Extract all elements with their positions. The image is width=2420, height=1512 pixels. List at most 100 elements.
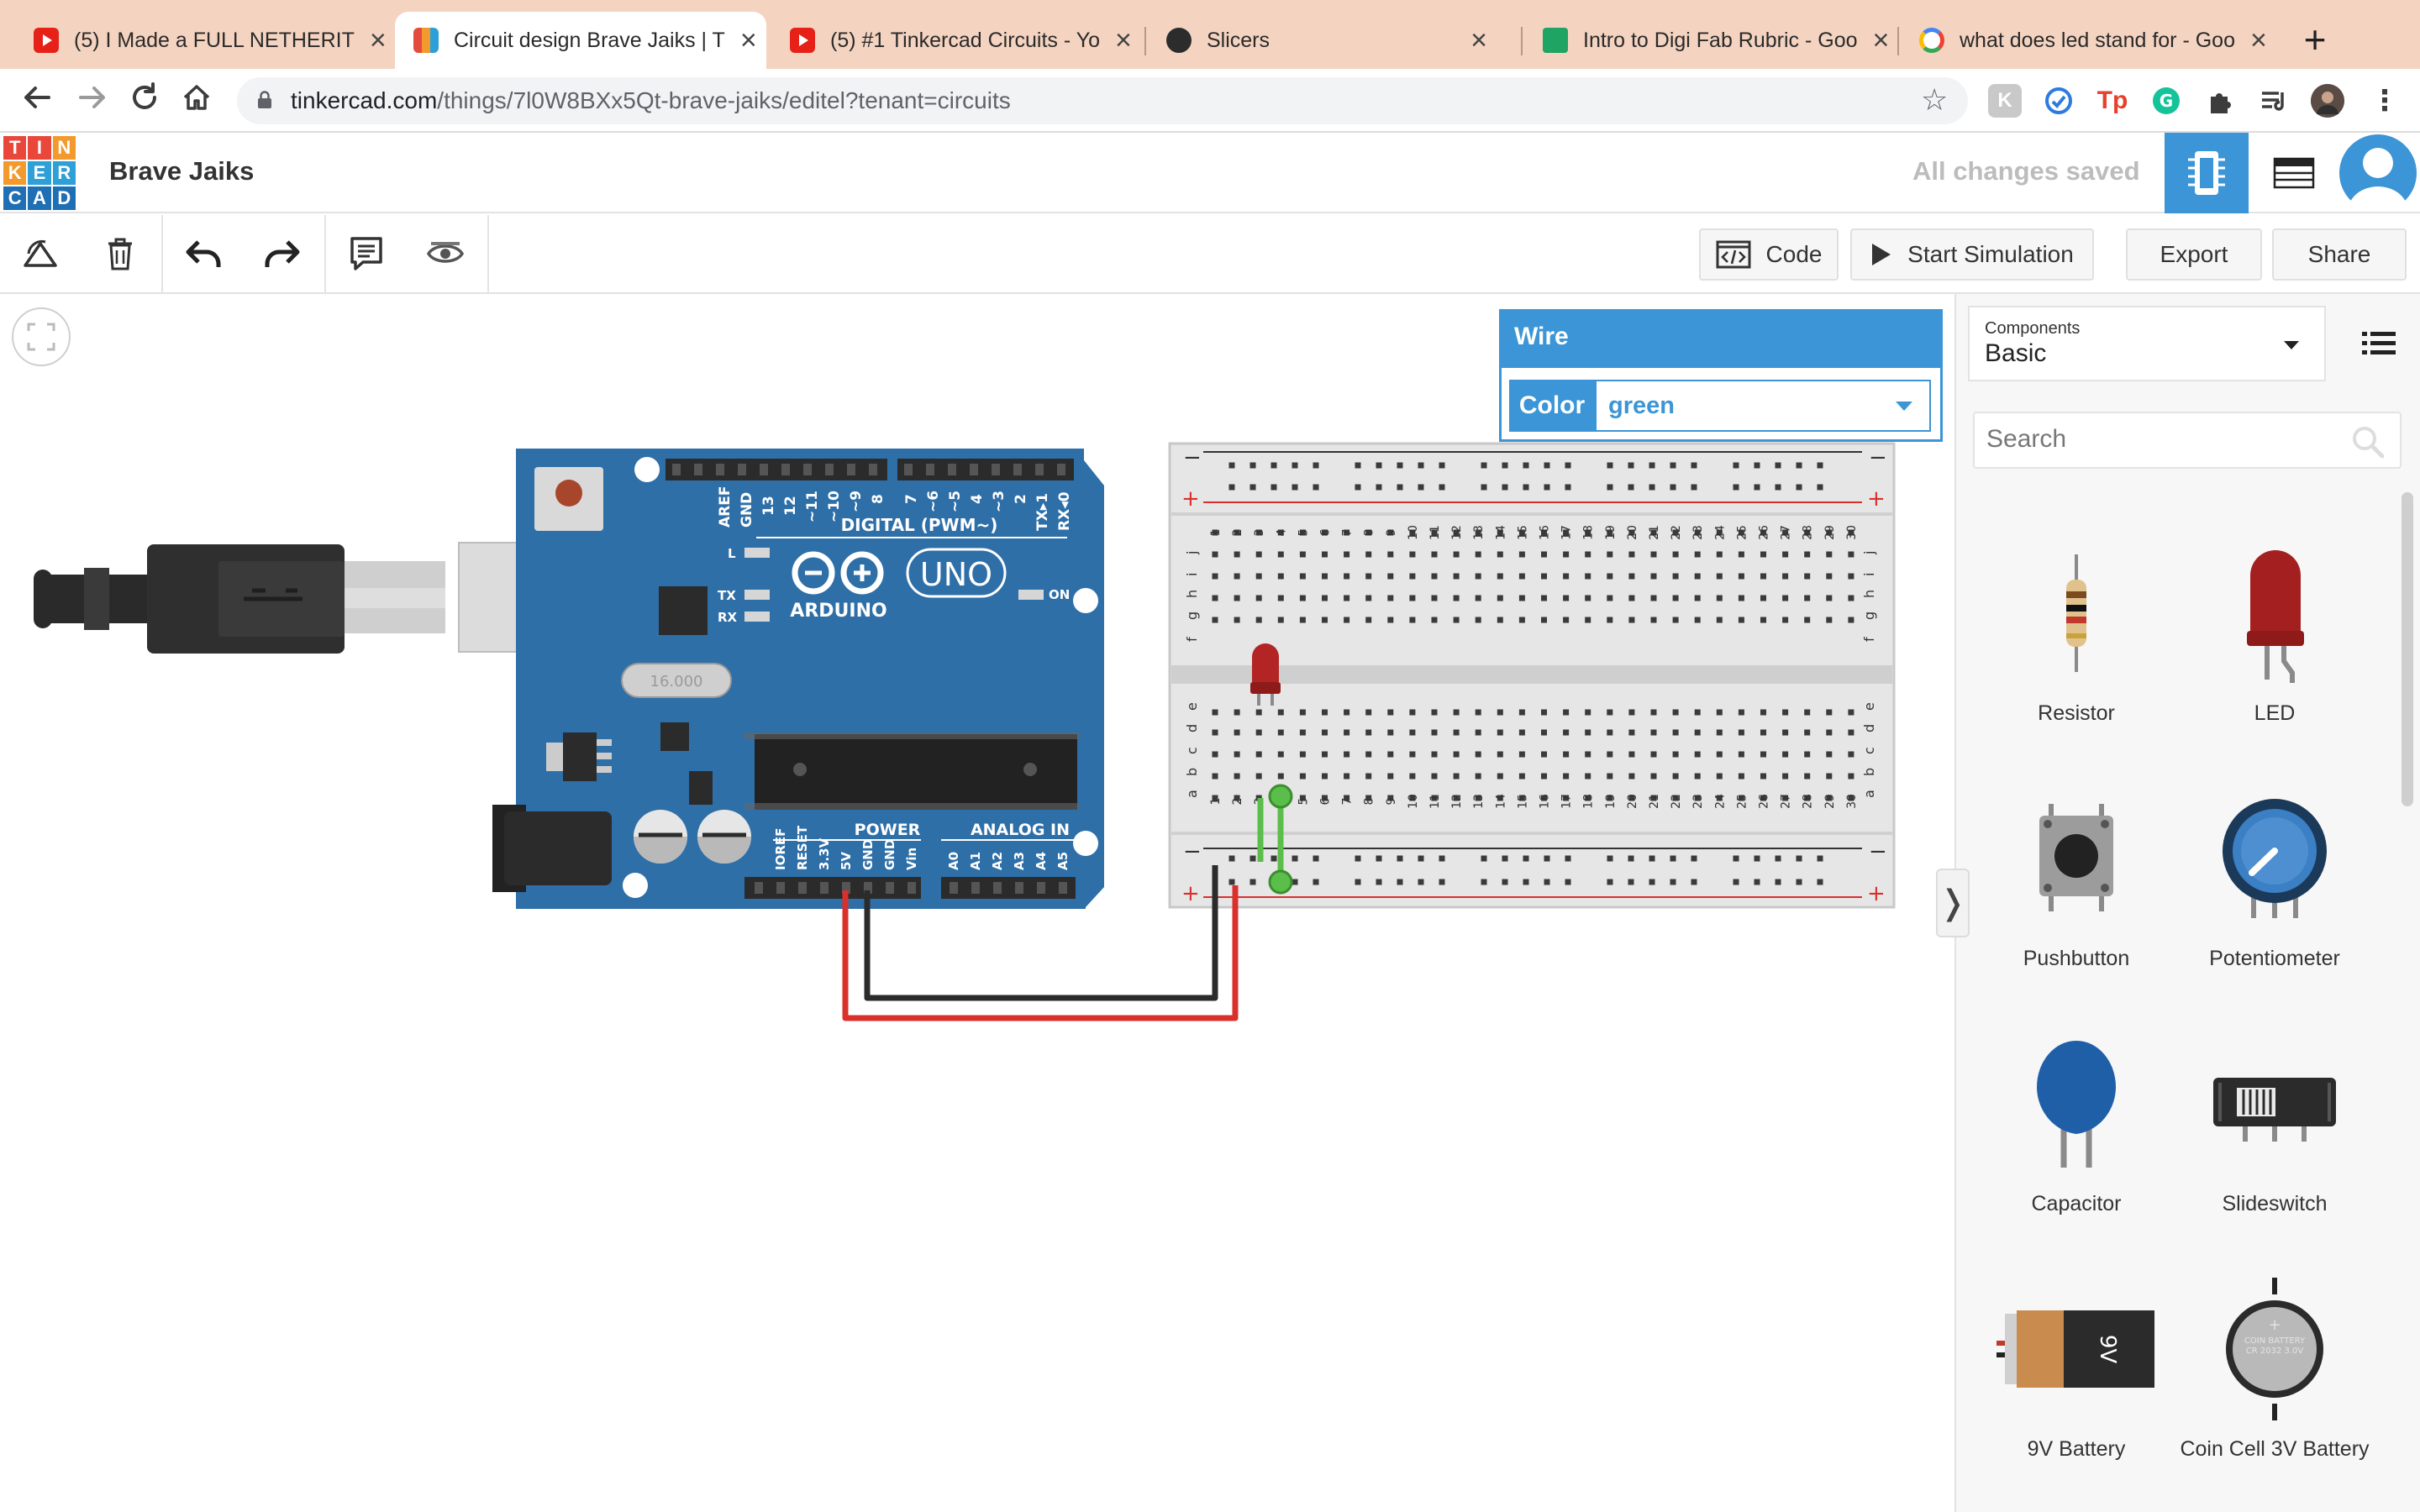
breadboard-hole[interactable]: [1716, 795, 1723, 801]
breadboard-hole[interactable]: [1322, 529, 1328, 536]
breadboard-hole[interactable]: [1322, 709, 1328, 716]
breadboard-hole[interactable]: [1650, 773, 1657, 780]
breadboard-hole[interactable]: [1716, 573, 1723, 580]
breadboard-hole[interactable]: [1387, 709, 1394, 716]
breadboard-hole[interactable]: [1344, 617, 1350, 623]
breadboard-hole[interactable]: [1397, 855, 1403, 862]
breadboard-hole[interactable]: [1453, 795, 1460, 801]
breadboard-hole[interactable]: [1365, 573, 1372, 580]
breadboard-hole[interactable]: [1249, 462, 1256, 469]
breadboard-hole[interactable]: [1607, 617, 1613, 623]
breadboard-hole[interactable]: [1234, 773, 1240, 780]
breadboard-hole[interactable]: [1344, 709, 1350, 716]
breadboard-hole[interactable]: [1607, 709, 1613, 716]
lock-icon[interactable]: [257, 91, 272, 109]
breadboard-hole[interactable]: [1234, 617, 1240, 623]
breadboard-hole[interactable]: [1212, 773, 1218, 780]
breadboard-hole[interactable]: [1607, 573, 1613, 580]
breadboard-hole[interactable]: [1475, 795, 1481, 801]
breadboard-hole[interactable]: [1848, 795, 1854, 801]
breadboard-hole[interactable]: [1523, 879, 1529, 885]
breadboard-hole[interactable]: [1497, 773, 1503, 780]
breadboard-hole[interactable]: [1277, 751, 1284, 758]
zoom-to-fit-button[interactable]: [12, 307, 71, 366]
undo-button[interactable]: [178, 228, 229, 279]
breadboard-hole[interactable]: [1563, 795, 1570, 801]
breadboard-hole[interactable]: [1365, 729, 1372, 736]
breadboard-hole[interactable]: [1782, 729, 1789, 736]
breadboard-hole[interactable]: [1365, 617, 1372, 623]
selected-wire[interactable]: [1268, 784, 1293, 895]
breadboard-hole[interactable]: [1733, 462, 1739, 469]
breadboard-hole[interactable]: [1409, 617, 1416, 623]
breadboard-hole[interactable]: [1365, 709, 1372, 716]
breadboard-hole[interactable]: [1292, 462, 1298, 469]
breadboard-hole[interactable]: [1439, 462, 1445, 469]
breadboard-hole[interactable]: [1497, 795, 1503, 801]
breadboard-hole[interactable]: [1738, 795, 1744, 801]
breadboard-hole[interactable]: [1418, 855, 1424, 862]
media-queue-icon[interactable]: [2257, 84, 2291, 118]
components-search-input[interactable]: [1973, 412, 2402, 469]
breadboard-hole[interactable]: [1738, 709, 1744, 716]
breadboard-hole[interactable]: [1299, 795, 1306, 801]
breadboard-hole[interactable]: [1255, 709, 1262, 716]
breadboard-hole[interactable]: [1733, 879, 1739, 885]
breadboard-hole[interactable]: [1453, 595, 1460, 601]
extension-icon[interactable]: K: [1988, 84, 2022, 118]
breadboard-hole[interactable]: [1760, 595, 1766, 601]
breadboard-hole[interactable]: [1322, 795, 1328, 801]
grammarly-icon[interactable]: G: [2149, 84, 2183, 118]
breadboard-hole[interactable]: [1365, 795, 1372, 801]
breadboard-hole[interactable]: [1628, 879, 1634, 885]
close-tab-icon[interactable]: ×: [1114, 24, 1132, 56]
breadboard-hole[interactable]: [1848, 617, 1854, 623]
breadboard-hole[interactable]: [1249, 855, 1256, 862]
breadboard-hole[interactable]: [1475, 551, 1481, 558]
breadboard-hole[interactable]: [1585, 795, 1591, 801]
breadboard-hole[interactable]: [1387, 795, 1394, 801]
breadboard-hole[interactable]: [1481, 484, 1487, 491]
breadboard-hole[interactable]: [1585, 617, 1591, 623]
breadboard-hole[interactable]: [1322, 751, 1328, 758]
breadboard-hole[interactable]: [1826, 795, 1833, 801]
breadboard-hole[interactable]: [1344, 573, 1350, 580]
breadboard-hole[interactable]: [1397, 484, 1403, 491]
breadboard-hole[interactable]: [1650, 617, 1657, 623]
breadboard-hole[interactable]: [1628, 709, 1635, 716]
breadboard-hole[interactable]: [1796, 484, 1802, 491]
breadboard-hole[interactable]: [1270, 484, 1277, 491]
breadboard-hole[interactable]: [1418, 462, 1424, 469]
breadboard-hole[interactable]: [1365, 773, 1372, 780]
breadboard-hole[interactable]: [1344, 529, 1350, 536]
breadboard-hole[interactable]: [1796, 462, 1802, 469]
close-tab-icon[interactable]: ×: [2249, 24, 2267, 56]
breadboard-hole[interactable]: [1565, 879, 1571, 885]
breadboard-hole[interactable]: [1344, 773, 1350, 780]
breadboard-hole[interactable]: [1738, 551, 1744, 558]
breadboard-hole[interactable]: [1672, 773, 1679, 780]
breadboard-hole[interactable]: [1255, 573, 1262, 580]
breadboard-hole[interactable]: [1255, 595, 1262, 601]
breadboard-hole[interactable]: [1344, 551, 1350, 558]
breadboard-hole[interactable]: [1376, 462, 1382, 469]
breadboard-hole[interactable]: [1775, 484, 1781, 491]
breadboard-hole[interactable]: [1355, 855, 1361, 862]
breadboard-hole[interactable]: [1716, 773, 1723, 780]
arduino-uno-board[interactable]: 16.000 AREF GND 13 12 ~11 ~10 ~9 8 7 ~6 …: [492, 449, 1104, 909]
breadboard-hole[interactable]: [1481, 879, 1487, 885]
breadboard-hole[interactable]: [1826, 573, 1833, 580]
toggle-notes-visibility-button[interactable]: [420, 228, 471, 279]
breadboard-hole[interactable]: [1255, 617, 1262, 623]
breadboard-hole[interactable]: [1775, 879, 1781, 885]
breadboard-hole[interactable]: [1694, 595, 1701, 601]
breadboard-hole[interactable]: [1733, 855, 1739, 862]
breadboard-hole[interactable]: [1475, 595, 1481, 601]
breadboard-hole[interactable]: [1277, 573, 1284, 580]
breadboard-hole[interactable]: [1760, 751, 1766, 758]
breadboard-hole[interactable]: [1365, 595, 1372, 601]
close-tab-icon[interactable]: ×: [739, 24, 757, 56]
breadboard-hole[interactable]: [1804, 795, 1811, 801]
breadboard-hole[interactable]: [1212, 551, 1218, 558]
profile-avatar-icon[interactable]: [2311, 84, 2344, 118]
